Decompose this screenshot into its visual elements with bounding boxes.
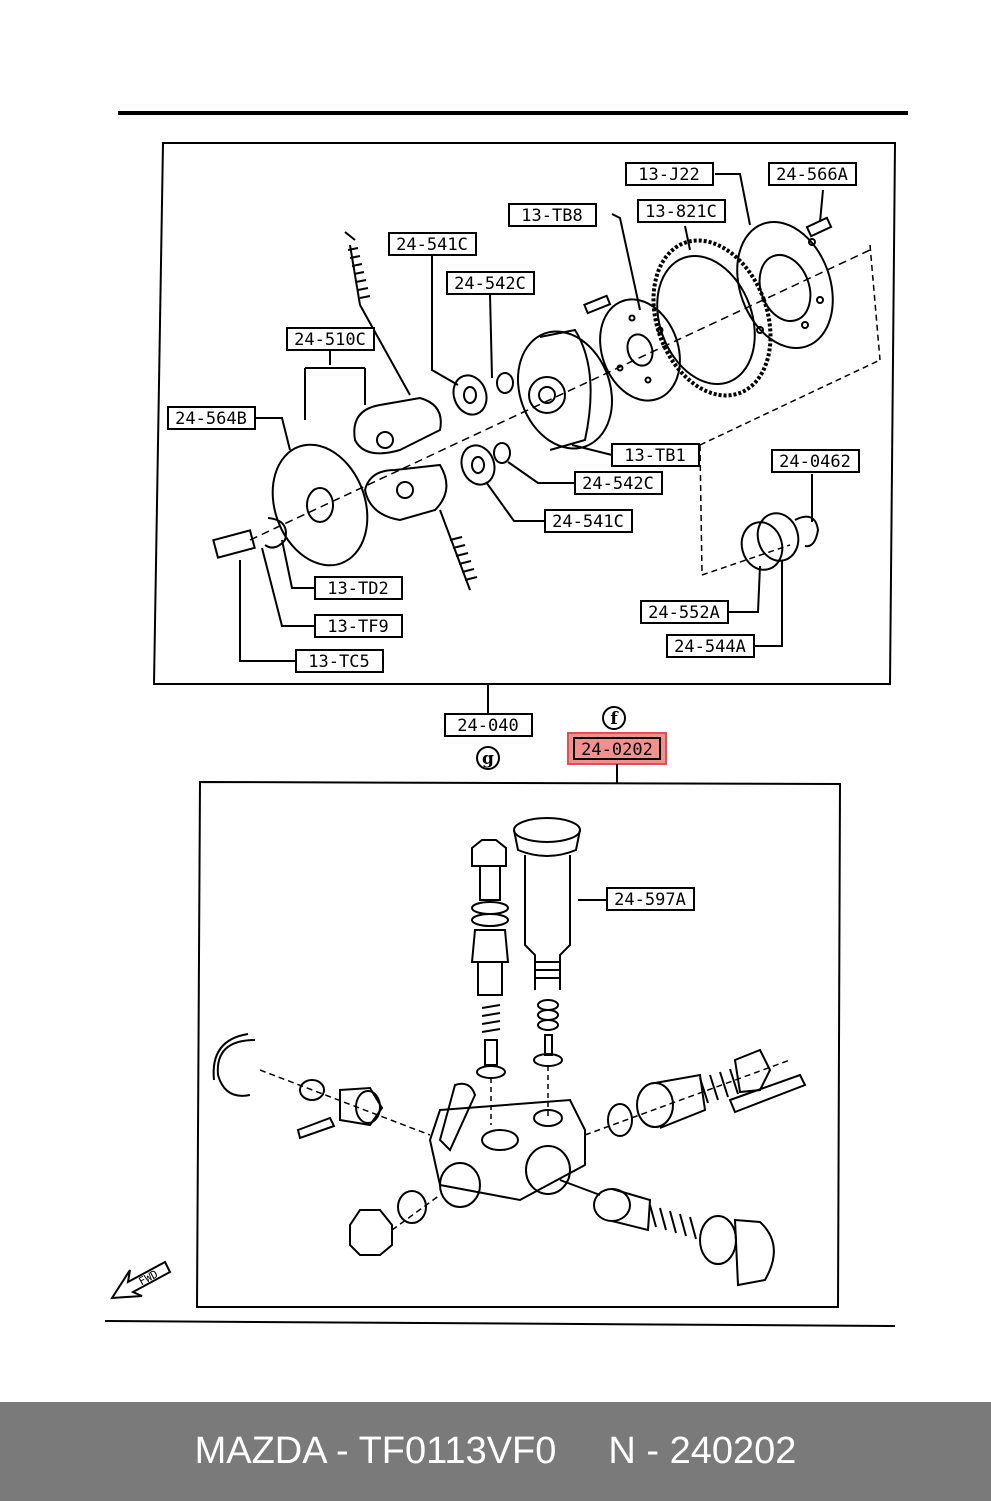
fwd-direction-label: FWD <box>137 1268 161 1289</box>
svg-text:13-TC5: 13-TC5 <box>308 652 369 672</box>
svg-text:g: g <box>482 749 494 769</box>
svg-text:13-TD2: 13-TD2 <box>327 579 388 599</box>
lower-label-24-597A: 24-597A <box>606 887 695 911</box>
svg-text:24-510C: 24-510C <box>294 330 366 350</box>
footer-part-number: MAZDA - TF0113VF0 <box>194 1430 557 1472</box>
upper-label-24-0462: 24-0462 <box>771 449 860 473</box>
upper-assembly-drawing <box>212 173 881 662</box>
svg-text:24-544A: 24-544A <box>674 637 746 657</box>
svg-text:24-040: 24-040 <box>457 716 518 736</box>
upper-label-24-542C-bottom: 24-542C <box>574 471 663 495</box>
bottom-rule <box>104 1320 896 1327</box>
upper-label-24-542C-top: 24-542C <box>446 271 535 295</box>
lower-assembly-drawing <box>110 817 807 1300</box>
upper-label-13-TB8: 13-TB8 <box>508 203 597 227</box>
upper-label-13-TC5: 13-TC5 <box>295 649 384 673</box>
circle-marker-g: g <box>476 746 500 770</box>
svg-text:24-541C: 24-541C <box>552 512 624 532</box>
upper-label-24-564B: 24-564B <box>167 406 256 430</box>
parts-diagram: 13-J22 24-566A 13-TB8 13-821C 24-541C 24… <box>104 111 908 1327</box>
group-label-24-040: 24-040 <box>444 713 533 737</box>
upper-label-24-541C-top: 24-541C <box>388 232 477 256</box>
svg-text:24-597A: 24-597A <box>614 890 686 910</box>
svg-text:13-821C: 13-821C <box>645 202 717 222</box>
upper-label-13-TD2: 13-TD2 <box>314 576 403 600</box>
svg-text:13-J22: 13-J22 <box>638 165 699 185</box>
part-info-footer: MAZDA - TF0113VF0 N - 240202 <box>0 1402 991 1501</box>
svg-text:24-541C: 24-541C <box>396 235 468 255</box>
highlighted-part-label-24-0202[interactable]: 24-0202 <box>567 732 667 765</box>
upper-assembly-frame <box>152 142 897 685</box>
svg-text:24-0202: 24-0202 <box>581 740 653 760</box>
svg-text:f: f <box>610 709 619 729</box>
svg-text:24-564B: 24-564B <box>175 409 247 429</box>
upper-label-24-566A: 24-566A <box>768 162 857 186</box>
svg-text:24-542C: 24-542C <box>582 474 654 494</box>
svg-text:13-TF9: 13-TF9 <box>327 617 388 637</box>
lower-assembly-frame <box>195 780 842 1308</box>
svg-text:13-TB1: 13-TB1 <box>624 446 685 466</box>
upper-label-13-821C: 13-821C <box>637 199 726 223</box>
footer-catalog-code: N - 240202 <box>608 1430 797 1472</box>
svg-text:13-TB8: 13-TB8 <box>521 206 582 226</box>
svg-text:24-566A: 24-566A <box>776 165 848 185</box>
circle-marker-f: f <box>602 706 626 730</box>
upper-label-13-TF9: 13-TF9 <box>314 614 403 638</box>
svg-text:24-542C: 24-542C <box>454 274 526 294</box>
upper-label-13-J22: 13-J22 <box>625 162 714 186</box>
svg-text:24-552A: 24-552A <box>648 603 720 623</box>
upper-label-24-510C: 24-510C <box>286 327 375 351</box>
upper-label-24-541C-bottom: 24-541C <box>544 509 633 533</box>
upper-label-24-544A: 24-544A <box>666 634 755 658</box>
upper-label-13-TB1: 13-TB1 <box>611 443 700 467</box>
upper-label-24-552A: 24-552A <box>640 600 729 624</box>
svg-text:24-0462: 24-0462 <box>779 452 851 472</box>
